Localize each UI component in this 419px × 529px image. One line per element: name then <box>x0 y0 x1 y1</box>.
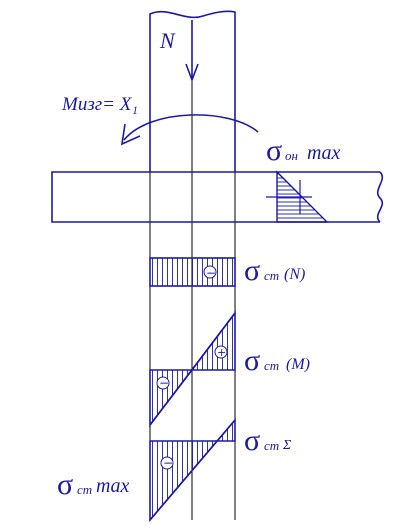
stress-N-sign: − <box>206 266 216 280</box>
flange-stress-triangle <box>266 170 329 223</box>
stress-M-sign-top: + <box>217 346 226 359</box>
stress-max-label: σ ст max <box>57 468 129 501</box>
stress-M-sign-bottom: − <box>159 376 169 390</box>
stress-max-subscript: ст <box>77 482 92 497</box>
sigma-symbol: σ <box>244 254 260 287</box>
stress-N-label: σ ст (N) <box>244 254 305 287</box>
force-label: N <box>159 28 176 53</box>
sigma-symbol: σ <box>244 344 260 377</box>
stress-sum-label: σ ст Σ <box>244 424 292 457</box>
flange-plate <box>51 171 384 223</box>
stress-sum-diagram: − <box>149 417 236 523</box>
stress-sum-subscript: ст <box>264 438 279 453</box>
sigma-symbol: σ <box>57 468 73 501</box>
moment-arrow <box>120 114 259 146</box>
sigma-symbol: σ <box>244 424 260 457</box>
column-top <box>149 10 236 172</box>
sigma-symbol: σ <box>266 134 282 167</box>
stress-N-tag: (N) <box>284 266 305 283</box>
stress-M-subscript: ст <box>264 358 279 373</box>
stress-sum-tag: Σ <box>282 438 292 453</box>
force-arrow-N <box>185 20 199 83</box>
stress-N-subscript: ст <box>264 268 279 283</box>
moment-label: Mизг= X₁ <box>61 94 138 115</box>
stress-N-diagram: − <box>149 257 236 287</box>
stress-max-suffix: max <box>96 475 129 497</box>
stress-sum-sign: − <box>163 456 173 470</box>
flange-stress-suffix: max <box>307 142 340 164</box>
stress-M-label: σ ст (M) <box>244 344 310 377</box>
flange-stress-subscript: он <box>285 148 298 163</box>
stress-M-tag: (M) <box>286 356 310 373</box>
stress-M-diagram: + − <box>149 310 236 428</box>
flange-stress-label: σ он max <box>266 134 340 167</box>
